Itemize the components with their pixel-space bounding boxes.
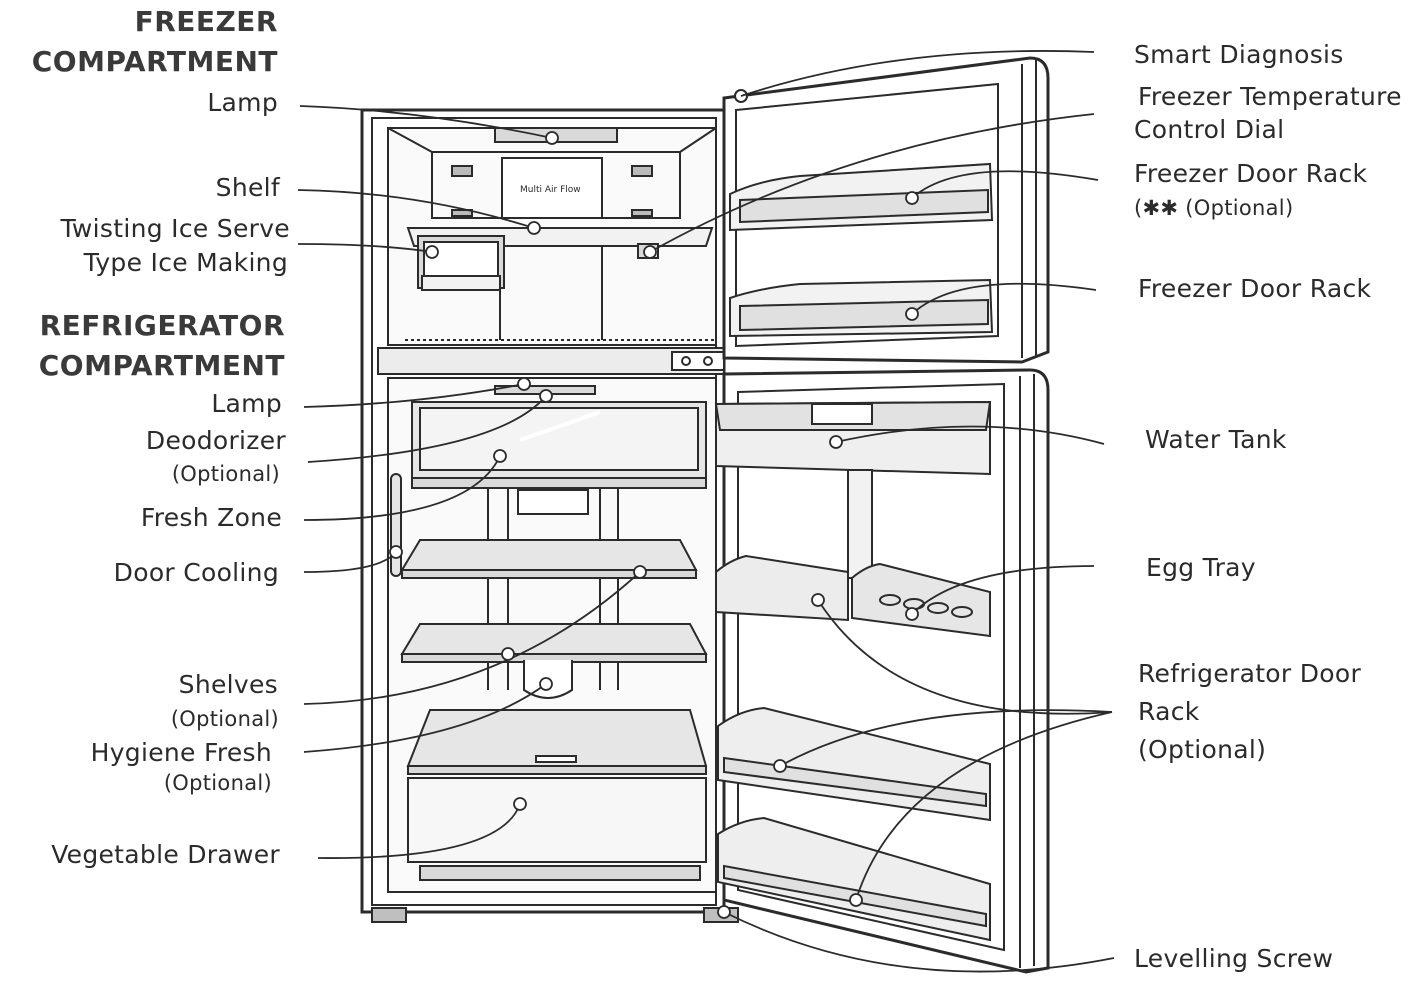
freezer-heading-line1: FREEZER bbox=[134, 5, 278, 38]
label-deodorizer-note: (Optional) bbox=[171, 462, 280, 486]
label-fridge-rack-note: (Optional) bbox=[1138, 735, 1267, 764]
ice-maker bbox=[417, 235, 505, 291]
label-hygiene-fresh: Hygiene Fresh bbox=[90, 738, 272, 767]
callout-door-cooling bbox=[389, 545, 403, 559]
foot-left bbox=[371, 907, 407, 923]
label-freezer-rack: Freezer Door Rack bbox=[1138, 274, 1372, 303]
callout-freezer-rack-upper bbox=[905, 191, 919, 205]
callout-small-bin bbox=[811, 593, 825, 607]
label-vegetable-drawer: Vegetable Drawer bbox=[51, 840, 280, 869]
cabinet: Multi Air Flow bbox=[360, 108, 739, 923]
label-fridge-lamp: Lamp bbox=[211, 389, 282, 418]
callout-freezer-rack-lower bbox=[905, 307, 919, 321]
label-water-tank: Water Tank bbox=[1145, 425, 1287, 454]
callout-vegetable-drawer bbox=[513, 797, 527, 811]
label-fresh-zone: Fresh Zone bbox=[140, 503, 282, 532]
label-freezer-rack-optional: Freezer Door Rack bbox=[1134, 159, 1368, 188]
fridge-door bbox=[714, 368, 1050, 974]
label-door-cooling: Door Cooling bbox=[113, 558, 279, 587]
label-shelves-note: (Optional) bbox=[170, 707, 279, 731]
callout-deodorizer bbox=[539, 389, 553, 403]
callout-levelling-screw bbox=[717, 905, 731, 919]
fridge-door-rack-middle bbox=[717, 706, 991, 822]
egg-tray bbox=[851, 562, 991, 638]
callout-points bbox=[389, 131, 919, 919]
label-shelf: Shelf bbox=[215, 173, 280, 202]
callout-temp-dial bbox=[643, 245, 657, 259]
label-freezer-lamp: Lamp bbox=[207, 88, 278, 117]
middle-hinge bbox=[671, 351, 725, 371]
label-levelling-screw: Levelling Screw bbox=[1134, 944, 1334, 973]
freezer-heading-line2: COMPARTMENT bbox=[31, 45, 278, 78]
label-egg-tray: Egg Tray bbox=[1146, 553, 1256, 582]
label-temp-dial-line1: Freezer Temperature bbox=[1138, 82, 1402, 111]
callout-fresh-zone bbox=[493, 449, 507, 463]
water-dispenser-tube bbox=[847, 469, 873, 579]
freezer-heading: FREEZER COMPARTMENT bbox=[32, 2, 278, 82]
label-ice-maker-line2: Type Ice Making bbox=[83, 248, 288, 277]
air-flow-panel bbox=[501, 157, 603, 219]
label-temp-dial-line2: Control Dial bbox=[1134, 115, 1285, 144]
vegetable-drawer bbox=[407, 777, 707, 881]
label-deodorizer: Deodorizer bbox=[145, 426, 286, 455]
label-freezer-rack-optional-note: (✱✱ (Optional) bbox=[1134, 196, 1294, 220]
callout-shelves-lower bbox=[501, 647, 515, 661]
callout-door-rack-bottom bbox=[849, 893, 863, 907]
callout-fridge-lamp bbox=[517, 377, 531, 391]
callout-ice-maker bbox=[425, 245, 439, 259]
air-flow-text: Multi Air Flow bbox=[520, 185, 581, 195]
callout-egg-tray bbox=[905, 607, 919, 621]
door-cooling-strip bbox=[390, 473, 402, 577]
label-ice-maker-line1: Twisting Ice Serve bbox=[60, 214, 290, 243]
fresh-zone-bin bbox=[411, 401, 707, 489]
shelf-upper bbox=[400, 539, 698, 571]
callout-water-tank bbox=[829, 435, 843, 449]
freezer-door bbox=[722, 56, 1050, 364]
label-smart-diagnosis: Smart Diagnosis bbox=[1134, 40, 1344, 69]
callout-hygiene-fresh bbox=[539, 677, 553, 691]
callout-shelves bbox=[633, 565, 647, 579]
label-fridge-rack-line2: Rack bbox=[1138, 697, 1200, 726]
label-shelves: Shelves bbox=[178, 670, 278, 699]
freezer-door-rack-upper bbox=[729, 162, 994, 232]
freezer-door-rack-lower bbox=[729, 278, 994, 338]
refrigerator-heading-line1: REFRIGERATOR bbox=[39, 309, 285, 342]
label-hygiene-note: (Optional) bbox=[163, 771, 272, 795]
refrigerator-heading-line2: COMPARTMENT bbox=[38, 349, 285, 382]
refrigerator-heading: REFRIGERATOR COMPARTMENT bbox=[39, 306, 285, 386]
shelf-lower bbox=[400, 623, 708, 655]
callout-shelf bbox=[527, 221, 541, 235]
callout-freezer-lamp bbox=[545, 131, 559, 145]
label-fridge-rack-line1: Refrigerator Door bbox=[1138, 659, 1362, 688]
callout-door-rack-middle bbox=[773, 759, 787, 773]
